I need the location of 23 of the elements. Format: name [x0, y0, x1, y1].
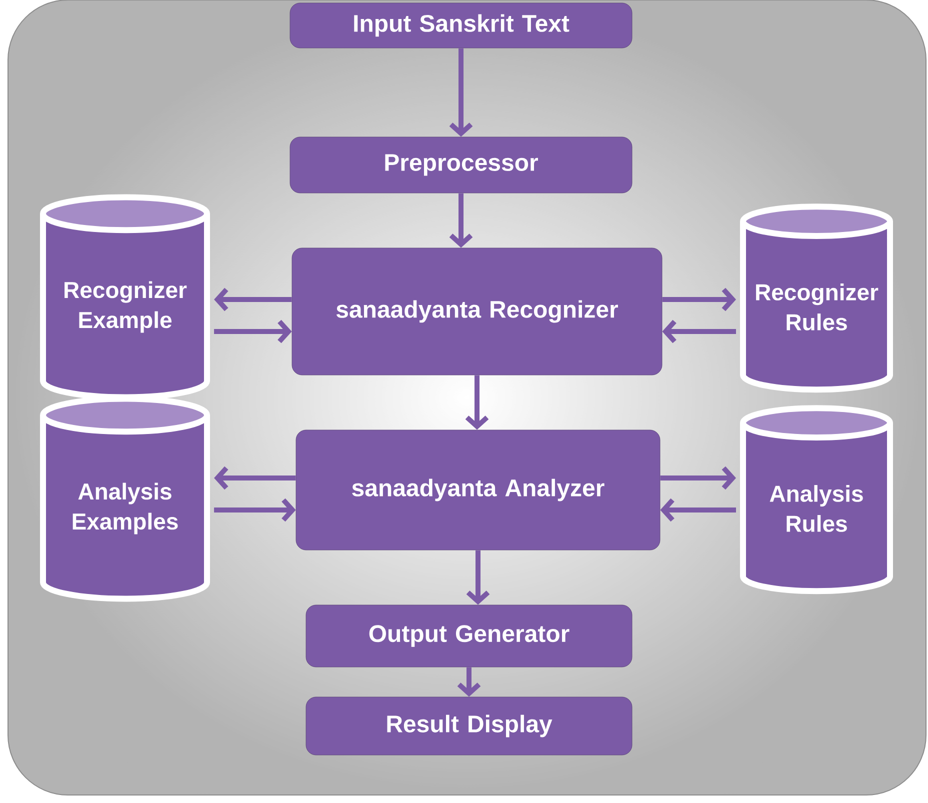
database-cylinder: Analysis Examples	[40, 396, 210, 602]
process-box: sanaadyanta Recognizer	[292, 248, 662, 376]
process-box: Result Display	[306, 696, 632, 756]
arrow	[214, 466, 296, 490]
arrow	[214, 498, 296, 522]
process-box: Output Generator	[306, 604, 632, 668]
arrow	[449, 48, 473, 137]
arrow	[662, 288, 736, 312]
arrow	[660, 466, 736, 490]
arrow	[466, 550, 490, 605]
arrow	[214, 320, 292, 344]
arrow	[449, 193, 473, 248]
arrow	[662, 320, 736, 344]
database-cylinder: Recognizer Rules	[740, 204, 894, 393]
arrow	[457, 667, 481, 697]
database-cylinder: Recognizer Example	[40, 194, 210, 400]
process-box: sanaadyanta Analyzer	[296, 430, 660, 550]
process-box: Preprocessor	[290, 136, 632, 194]
arrow	[465, 375, 489, 430]
arrow	[214, 288, 292, 312]
process-box: Input Sanskrit Text	[290, 2, 632, 48]
database-cylinder: Analysis Rules	[740, 405, 894, 594]
arrow	[660, 498, 736, 522]
